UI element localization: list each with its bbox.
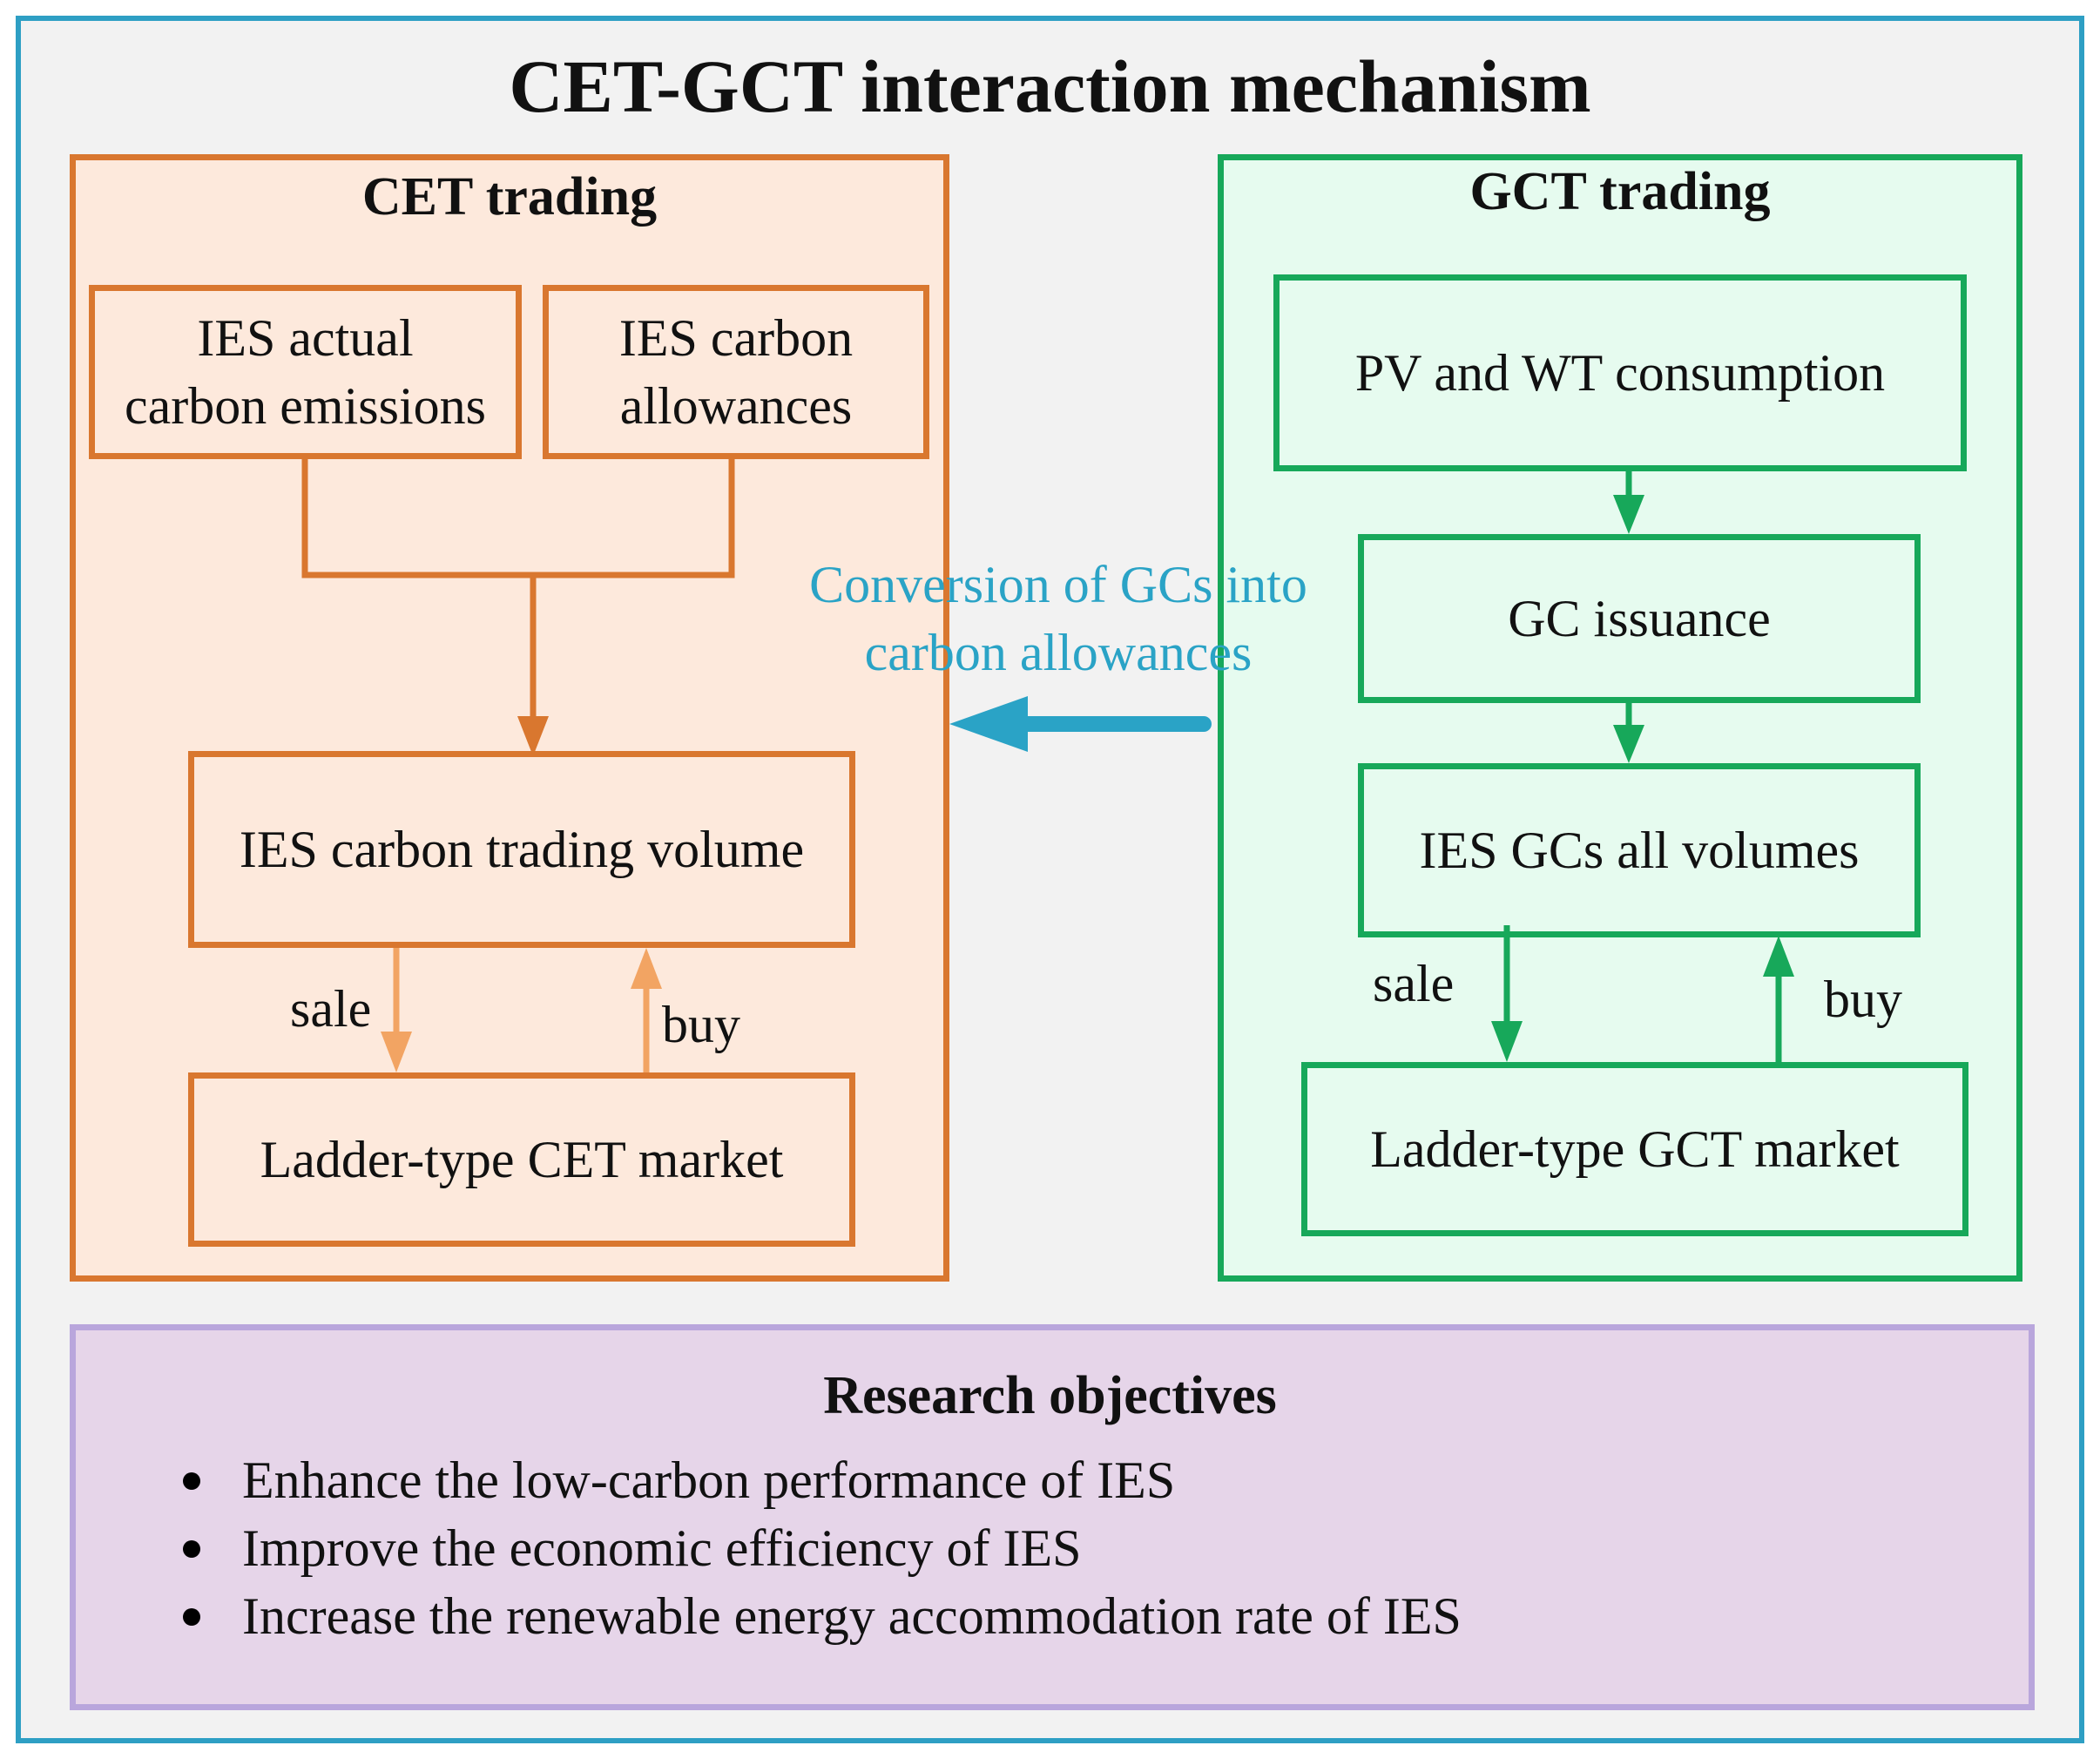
ladder-type-gct-market-label: Ladder-type GCT market [1370, 1120, 1900, 1178]
ies-carbon-trading-volume-box: IES carbon trading volume [188, 751, 855, 948]
gct-buy-arrowhead [1763, 936, 1794, 977]
gct-arrow-2-head [1613, 725, 1644, 763]
gct-arrow-1-head [1613, 495, 1644, 534]
ladder-type-cet-market-label: Ladder-type CET market [260, 1131, 784, 1188]
ies-gcs-volumes-box: IES GCs all volumes [1358, 763, 1921, 937]
conversion-label: Conversion of GCs into carbon allowances [740, 551, 1376, 687]
pv-wt-consumption-label: PV and WT consumption [1354, 344, 1886, 402]
gct-sale-arrowhead [1491, 1021, 1523, 1062]
cet-sale-label: sale [290, 980, 372, 1038]
ies-gcs-volumes-label: IES GCs all volumes [1419, 822, 1860, 879]
gct-buy-label: buy [1824, 971, 1902, 1028]
conversion-arrowhead [949, 696, 1028, 752]
conversion-label-line-1: Conversion of GCs into [809, 556, 1307, 613]
objective-item: Improve the economic efficiency of IES [157, 1514, 1462, 1582]
ies-actual-emissions-line-1: IES actual [197, 309, 414, 367]
research-objectives-title: Research objectives [823, 1366, 1277, 1425]
diagram-title: CET-GCT interaction mechanism [509, 44, 1591, 128]
research-objectives-panel [70, 1324, 2035, 1710]
ies-carbon-allowances-box: IES carbon allowances [543, 285, 929, 459]
ies-carbon-trading-volume-label: IES carbon trading volume [239, 821, 805, 878]
gc-issuance-label: GC issuance [1508, 590, 1771, 647]
gc-issuance-box: GC issuance [1358, 534, 1921, 703]
pv-wt-consumption-box: PV and WT consumption [1273, 274, 1967, 471]
cet-sale-arrowhead [381, 1032, 412, 1072]
ladder-type-cet-market-box: Ladder-type CET market [188, 1072, 855, 1247]
objective-item: Enhance the low-carbon performance of IE… [157, 1446, 1462, 1514]
ies-carbon-allowances-line-1: IES carbon [618, 309, 854, 367]
ladder-type-gct-market-box: Ladder-type GCT market [1301, 1062, 1968, 1236]
gct-panel-title: GCT trading [1469, 162, 1771, 221]
conversion-label-line-2: carbon allowances [864, 624, 1253, 681]
cet-merge-arrowhead [517, 716, 549, 756]
ies-actual-emissions-box: IES actual carbon emissions [89, 285, 522, 459]
gct-sale-label: sale [1373, 955, 1455, 1012]
objective-item: Increase the renewable energy accommodat… [157, 1582, 1462, 1650]
cet-buy-label: buy [662, 996, 740, 1053]
cet-panel-title: CET trading [361, 167, 658, 227]
cet-merge-line [301, 459, 735, 578]
ies-actual-emissions-line-2: carbon emissions [125, 377, 486, 435]
ies-carbon-allowances-line-2: allowances [619, 377, 853, 435]
research-objectives-list: Enhance the low-carbon performance of IE… [157, 1446, 1462, 1650]
cet-merge-connector [301, 459, 735, 716]
cet-buy-arrowhead [631, 948, 662, 989]
